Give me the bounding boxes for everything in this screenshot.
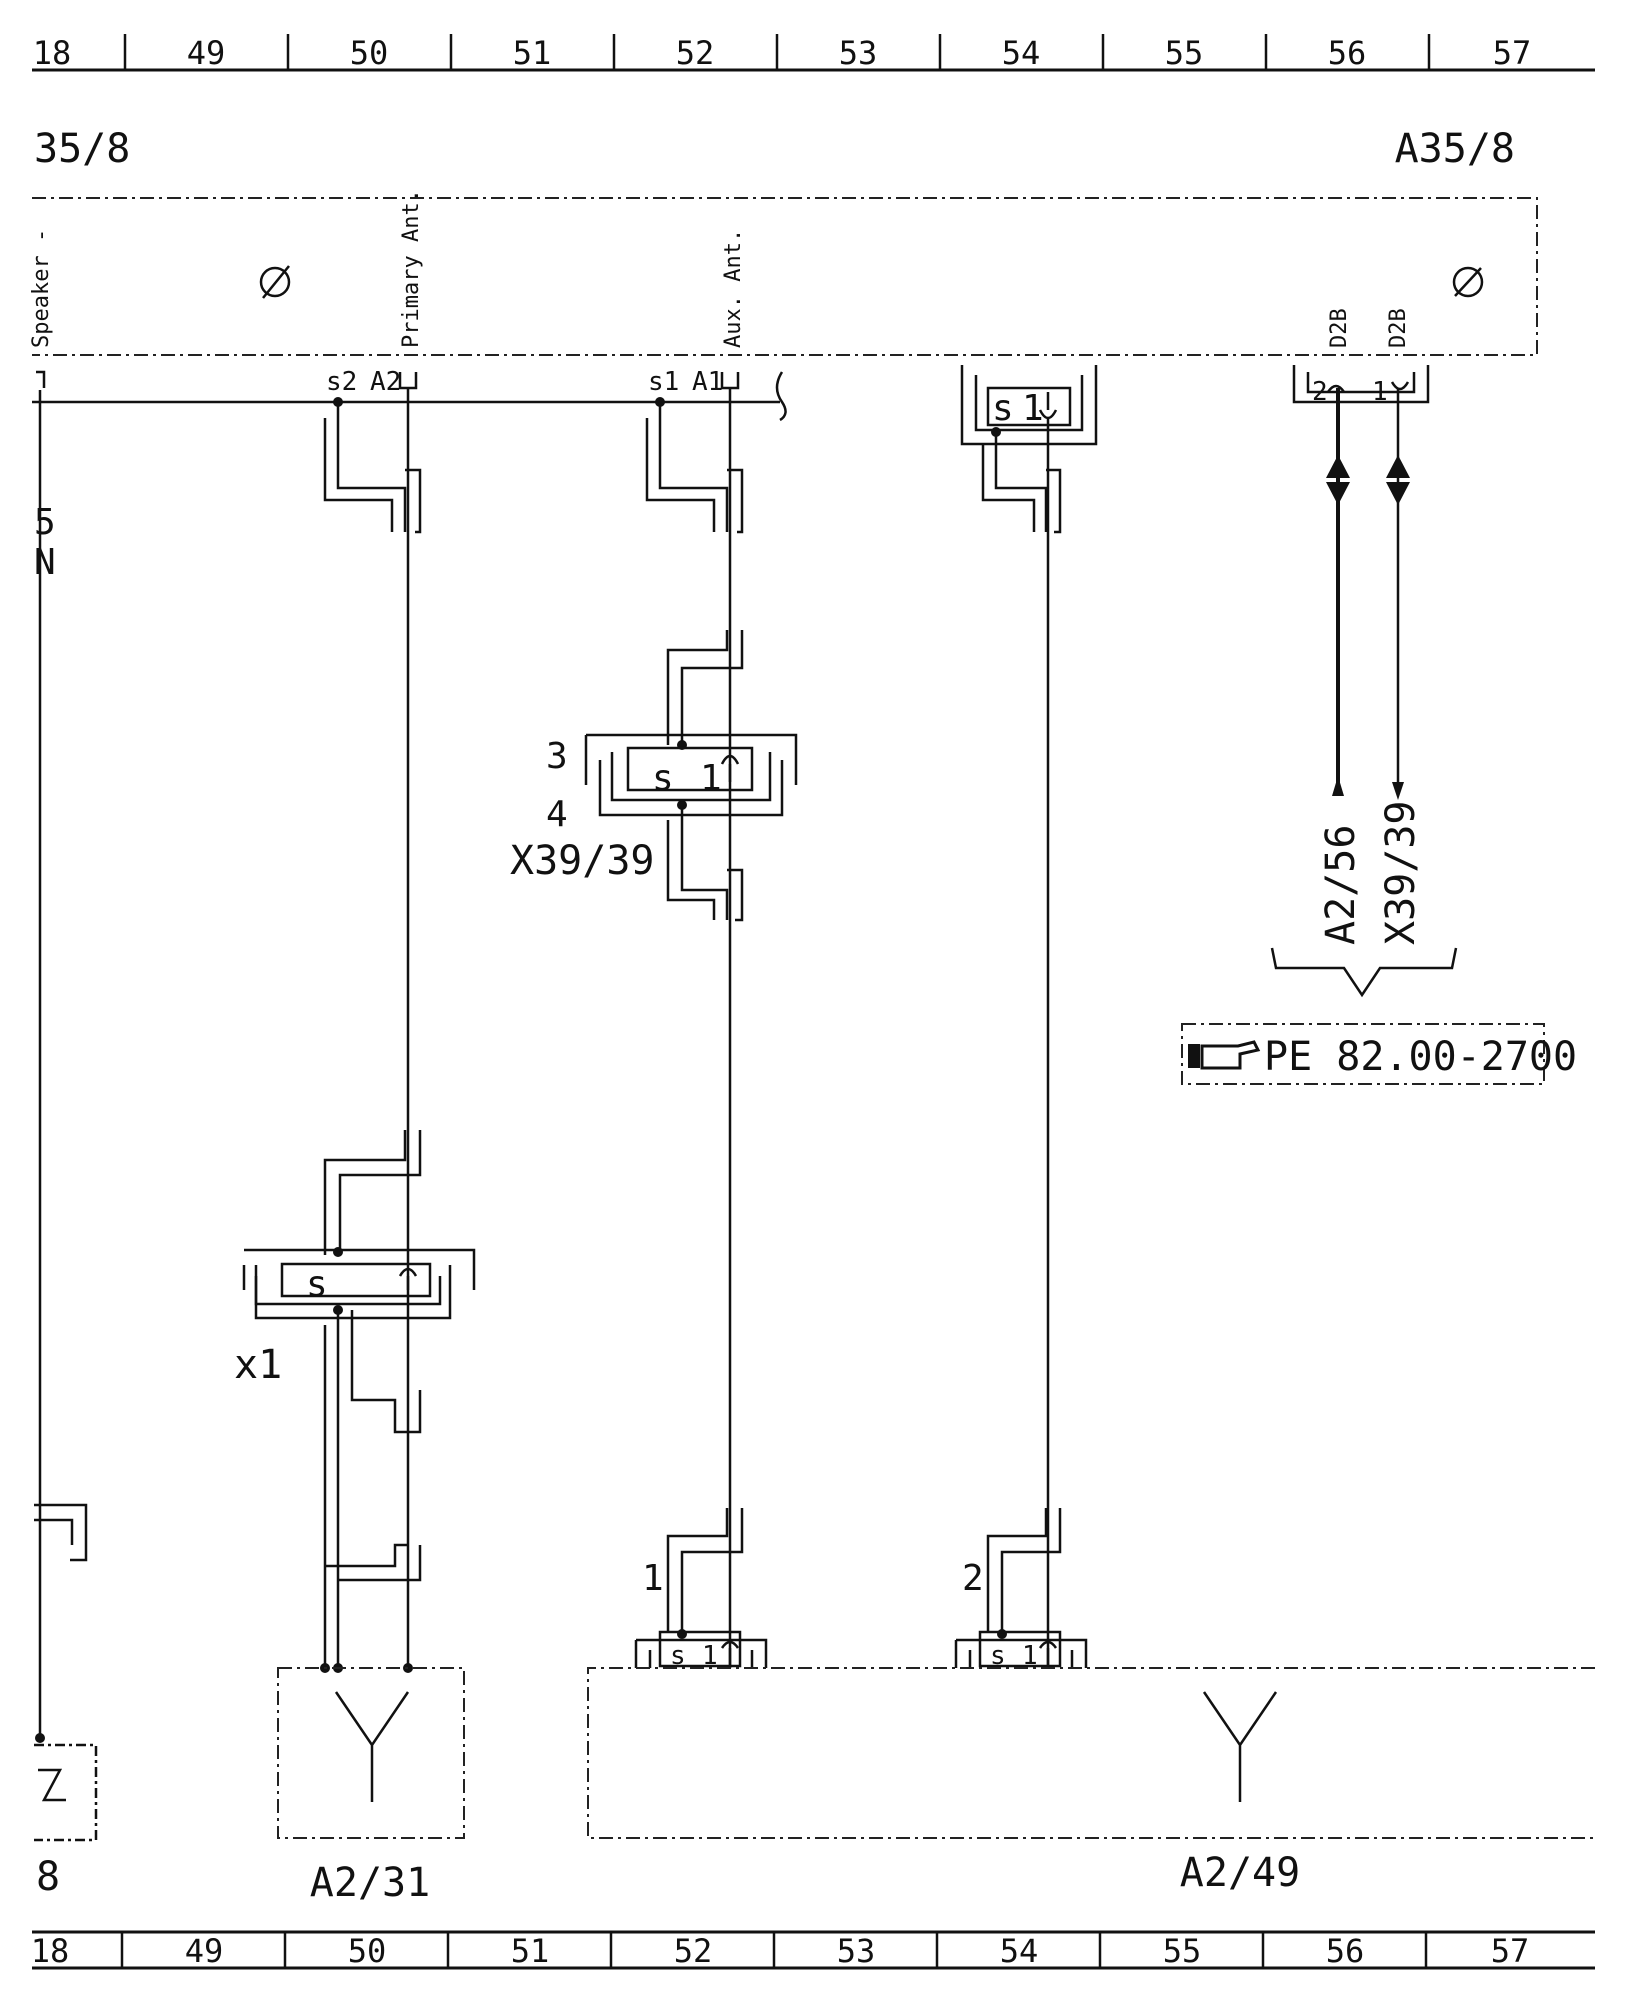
- component-a2-49: [587, 1667, 1595, 1839]
- connector-54-upper: [960, 365, 1098, 446]
- top-ruler-label-2: 50: [350, 34, 389, 72]
- arrow-down-icon: [1392, 782, 1404, 800]
- connector-bottom-1-number: 1: [642, 1558, 664, 1599]
- top-ruler-label-4: 52: [676, 34, 715, 72]
- component-a2-31-label: A2/31: [310, 1860, 430, 1906]
- pin-label-d2b-right: D2B: [1386, 308, 1411, 348]
- left-speaker-wire: [34, 390, 98, 1842]
- fiber-bidirectional-right-icon: [1386, 455, 1410, 478]
- top-ruler: 18 49 50 51 52 53 54 55 56 57: [32, 34, 1595, 72]
- bottom-ruler-label-9: 57: [1491, 1932, 1530, 1970]
- connector-54-pin-one: 1: [1022, 388, 1044, 429]
- bottom-ruler-label-0: 18: [31, 1932, 70, 1970]
- connector-x1-id: x1: [234, 1342, 282, 1388]
- left-wire-code-b: N: [34, 542, 56, 583]
- ground-symbol-right-icon: [1452, 266, 1484, 298]
- connector-bottom-1: [634, 1630, 768, 1668]
- top-ruler-label-7: 55: [1165, 34, 1204, 72]
- fiber-bidirectional-left-icon: [1326, 455, 1350, 478]
- bottom-ruler-label-6: 54: [1000, 1932, 1039, 1970]
- connector-x39-pin-bottom: 4: [546, 794, 568, 835]
- module-a35-8: Speaker - Primary Ant. Aux. Ant. D2B D2B: [29, 189, 1538, 356]
- bottom-ruler-label-1: 49: [185, 1932, 224, 1970]
- top-ruler-label-8: 56: [1328, 34, 1367, 72]
- pin-label-primary-ant: Primary Ant.: [399, 189, 424, 348]
- connector-x1-shield-label: s: [306, 1264, 328, 1305]
- connector-bottom-1-pin-one: 1: [702, 1641, 718, 1671]
- connector-bottom-1-shield-label: s: [670, 1641, 686, 1671]
- reference-box[interactable]: PE 82.00-2700: [1181, 1023, 1577, 1085]
- top-ruler-label-5: 53: [839, 34, 878, 72]
- aux-antenna-cable: [645, 388, 744, 1668]
- primary-antenna-cable: [320, 388, 422, 1673]
- arrow-up-icon: [1332, 776, 1344, 796]
- bottom-ruler-label-5: 53: [837, 1932, 876, 1970]
- connector-x39-pin-one: 1: [700, 758, 722, 799]
- top-ruler-label-3: 51: [513, 34, 552, 72]
- connector-x39-39: [584, 733, 798, 817]
- target-brace: [1270, 947, 1458, 998]
- bottom-ruler-label-3: 51: [511, 1932, 550, 1970]
- d2b-fiber-lines: [1326, 388, 1410, 800]
- ground-symbol-left-icon: [259, 265, 291, 299]
- pin-label-aux-ant: Aux. Ant.: [721, 229, 746, 348]
- connector-x1: [242, 1248, 476, 1320]
- pin-label-d2b-left: D2B: [1327, 308, 1352, 348]
- top-ruler-label-0: 18: [33, 34, 72, 72]
- left-bottom-label: 8: [36, 1854, 60, 1900]
- bottom-ruler-label-8: 56: [1326, 1932, 1365, 1970]
- top-ruler-label-6: 54: [1002, 34, 1041, 72]
- pin-label-speaker: Speaker -: [29, 229, 54, 348]
- connector-54-shield-label: s: [992, 388, 1014, 429]
- header-right-id: A35/8: [1395, 126, 1515, 172]
- arrow-target-x39-39: X39/39: [1378, 801, 1424, 946]
- connector-d2b: [1292, 365, 1430, 404]
- pin-code-a2: A2: [370, 367, 401, 397]
- reference-text[interactable]: PE 82.00-2700: [1264, 1034, 1577, 1080]
- bottom-ruler-label-4: 52: [674, 1932, 713, 1970]
- connector-d2b-pin-two: 2: [1312, 377, 1328, 407]
- component-a2-49-label: A2/49: [1180, 1850, 1300, 1896]
- connector-x39-pin-top: 3: [546, 736, 568, 777]
- bottom-ruler-label-7: 55: [1163, 1932, 1202, 1970]
- connector-x39-shield-label: s: [652, 758, 674, 799]
- connector-bottom-2: [954, 1630, 1088, 1668]
- header-left-id: 35/8: [34, 126, 130, 172]
- connector-x39-id: X39/39: [510, 838, 655, 884]
- pin-code-a1: A1: [692, 367, 723, 397]
- left-wire-code-a: 5: [34, 502, 56, 543]
- bottom-ruler-label-2: 50: [348, 1932, 387, 1970]
- pin-code-s1: s1: [648, 367, 679, 397]
- connector-bottom-2-number: 2: [962, 1558, 984, 1599]
- connector-bottom-2-shield-label: s: [990, 1641, 1006, 1671]
- arrow-target-a2-56: A2/56: [1318, 825, 1364, 945]
- bottom-ruler: 18 49 50 51 52 53 54 55 56 57: [31, 1930, 1595, 1970]
- top-ruler-label-9: 57: [1493, 34, 1532, 72]
- component-a2-31: [277, 1667, 465, 1839]
- column-54-cable: [981, 418, 1062, 1668]
- pointing-hand-icon: [1188, 1040, 1261, 1070]
- connector-d2b-pin-one: 1: [1372, 377, 1388, 407]
- top-ruler-label-1: 49: [187, 34, 226, 72]
- wire-break-symbol: [775, 371, 787, 422]
- pin-code-s2: s2: [326, 367, 357, 397]
- connector-bottom-2-pin-one: 1: [1022, 1641, 1038, 1671]
